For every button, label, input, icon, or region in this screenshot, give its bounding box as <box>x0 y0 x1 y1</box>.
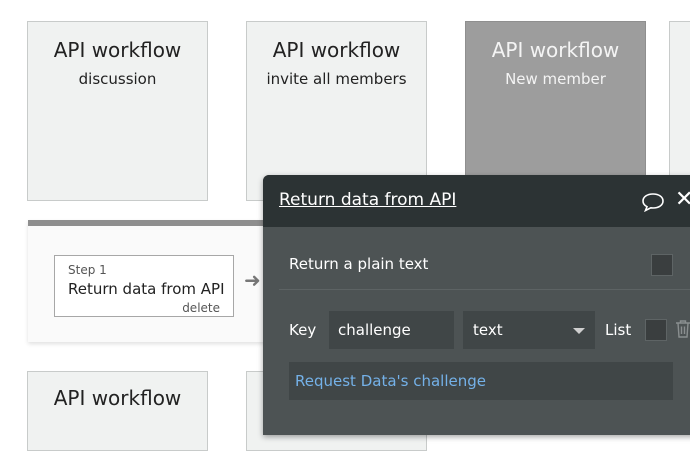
arrow-right-icon: ➜ <box>244 268 261 292</box>
list-label: List <box>605 321 632 339</box>
workflow-card-subtitle: invite all members <box>266 70 407 88</box>
expression-field[interactable]: Request Data's challenge <box>289 362 673 400</box>
workflow-card-discussion[interactable]: API workflow discussion <box>27 21 208 201</box>
property-editor: Return data from API ✕ Return a plain te… <box>263 175 690 435</box>
workflow-card-title: API workflow <box>53 38 182 62</box>
workflow-step-panel: Step 1 Return data from API delete <box>28 220 276 342</box>
workflow-card-title: API workflow <box>53 386 182 410</box>
key-input[interactable] <box>329 311 454 349</box>
divider <box>279 289 690 290</box>
step-1-box[interactable]: Step 1 Return data from API delete <box>54 255 234 317</box>
comment-icon[interactable] <box>641 192 665 216</box>
step-name: Return data from API <box>68 280 225 298</box>
type-select-value: text <box>473 321 503 339</box>
plain-text-checkbox[interactable] <box>651 254 673 276</box>
property-editor-title[interactable]: Return data from API <box>279 190 457 210</box>
delete-step-link[interactable]: delete <box>182 301 220 315</box>
list-checkbox[interactable] <box>645 319 667 341</box>
step-number: Step 1 <box>68 263 107 277</box>
workflow-card-invite-all-members[interactable]: API workflow invite all members <box>246 21 427 201</box>
trash-icon[interactable] <box>675 319 690 343</box>
chevron-down-icon <box>573 328 585 334</box>
workflow-card-bottom-1[interactable]: API workflow <box>27 371 208 451</box>
close-icon[interactable]: ✕ <box>675 187 690 212</box>
workflow-card-new-member[interactable]: API workflow New member <box>465 21 646 201</box>
workflow-card-subtitle: New member <box>505 70 606 88</box>
type-select[interactable]: text <box>463 311 595 349</box>
workflow-card-title: API workflow <box>272 38 401 62</box>
workflow-card-partial[interactable] <box>669 21 690 201</box>
key-label: Key <box>289 321 317 339</box>
expression-text[interactable]: Request Data's challenge <box>295 372 486 390</box>
workflow-card-title: API workflow <box>491 38 620 62</box>
plain-text-label: Return a plain text <box>289 255 429 273</box>
workflow-card-subtitle: discussion <box>78 70 157 88</box>
property-editor-header: Return data from API ✕ <box>263 175 690 227</box>
